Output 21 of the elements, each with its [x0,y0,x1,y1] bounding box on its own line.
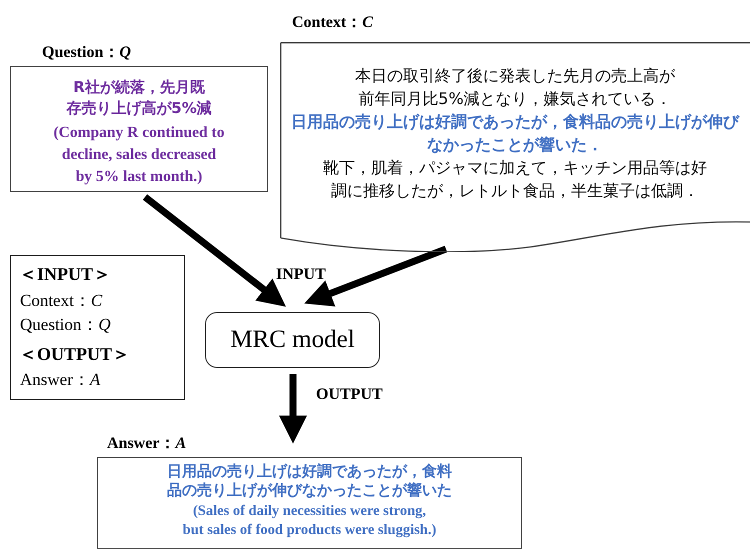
question-translation: (Company R continued to decline, sales decreased by 5% last month.) [52,123,226,187]
answer-translation: (Sales of daily necessities were strong, but sales of food products were sluggish.) [182,502,438,540]
question-text: R社が続落，先月既存売り上げ高が5%減 [65,77,213,119]
section-heading: ＜INPUT＞ [19,263,112,286]
heading: Question：Q [42,43,131,63]
heading: Answer：A [107,434,186,454]
highlighted-answer-span: 日用品の売り上げは好調であったが，食料品の売り上げが伸びなかったことが響いた． [290,111,740,156]
io-box [10,255,185,400]
io-item: Question：Q [20,314,111,336]
arrow [279,374,307,444]
context-text: 本日の取引終了後に発表した先月の売上高が前年同月比5%減となり，嫌気されている． [354,65,676,110]
arrow [142,194,286,307]
heading: Context：C [292,13,373,33]
model-box: MRC model [205,312,380,368]
io-item: Context：C [20,290,102,312]
section-heading: ＜OUTPUT＞ [19,343,130,366]
io-item: Answer：A [20,369,100,391]
answer-text: 日用品の売り上げは好調であったが，食料品の売り上げが伸びなかったことが響いた [166,462,453,500]
arrow [304,246,448,307]
context-text: 靴下，肌着，パジャマに加えて，キッチン用品等は好調に推移したが，レトルト食品，半生菓子は低調． [322,157,708,202]
flow-label: INPUT [276,266,326,284]
